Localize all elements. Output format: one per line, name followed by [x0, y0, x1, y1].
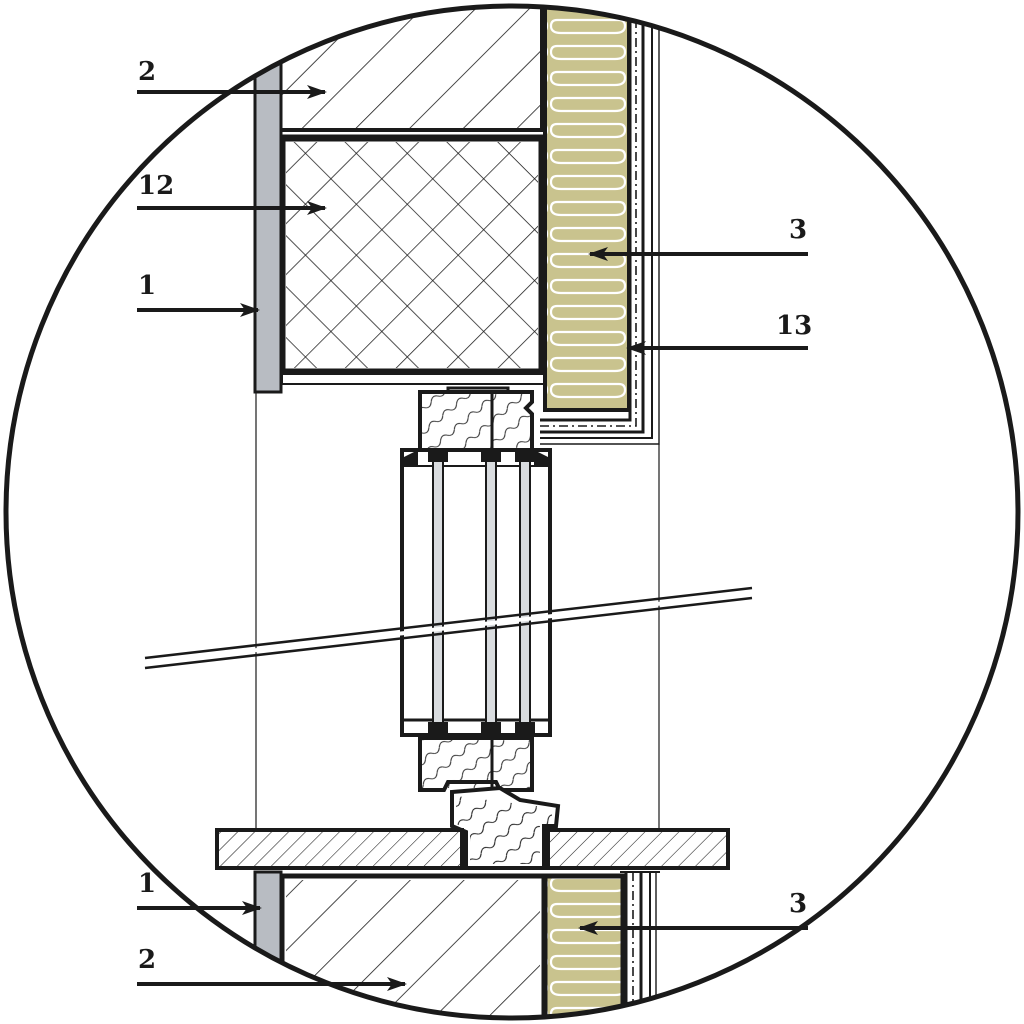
label-wall-board-bottom: 2 [138, 945, 156, 975]
window-sill-block [450, 785, 561, 870]
detail-circle [3, 3, 1021, 1021]
callout-labels: 2 12 1 3 13 1 3 2 [138, 57, 812, 975]
label-cladding-top: 1 [138, 271, 156, 301]
sill-board [215, 828, 730, 870]
cladding-top [253, 60, 283, 394]
label-inner-lining: 13 [776, 311, 812, 341]
insulation-top [543, 6, 631, 412]
break-line [144, 586, 753, 670]
label-insulation-top: 3 [789, 215, 807, 245]
label-lintel-board-top: 2 [138, 57, 156, 87]
insulation-bottom [542, 873, 626, 1018]
label-insulation-bottom: 3 [789, 889, 807, 919]
detail-content [144, 6, 753, 1018]
window-head-frame [418, 386, 534, 464]
label-lintel-mesh-block: 12 [138, 171, 174, 201]
label-cladding-bottom: 1 [138, 869, 156, 899]
glazing-panes [428, 448, 535, 736]
window-sill-frame [418, 736, 534, 792]
callout-arrows [137, 85, 808, 991]
